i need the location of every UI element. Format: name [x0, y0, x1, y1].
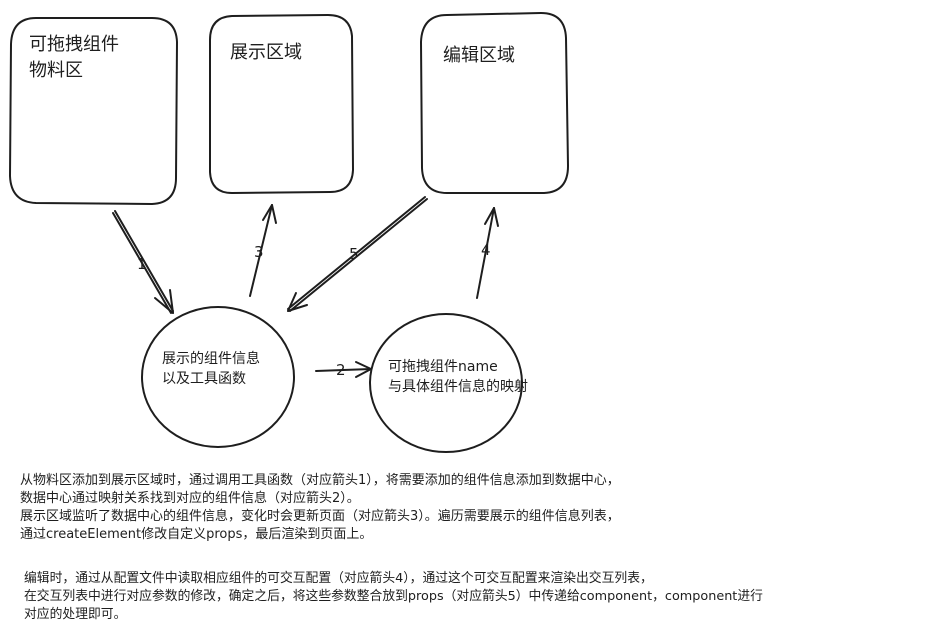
note-paragraph-2: 编辑时，通过从配置文件中读取相应组件的可交互配置（对应箭头4），通过这个可交互配… — [24, 570, 934, 624]
note-line: 通过createElement修改自定义props，最后渲染到页面上。 — [20, 527, 373, 542]
material-box-label: 可拖拽组件 物料区 — [29, 34, 119, 81]
arrow-2-label: 2 — [336, 361, 346, 379]
center-circle-label: 展示的组件信息 以及工具函数 — [162, 351, 260, 387]
edit-box — [419, 11, 570, 194]
arrow-4 — [476, 207, 499, 299]
note-line: 在交互列表中进行对应参数的修改，确定之后，将这些参数整合放到props（对应箭头… — [24, 589, 763, 604]
material-box — [8, 16, 179, 206]
note-line: 对应的处理即可。 — [24, 607, 127, 622]
note-line: 从物料区添加到展示区域时，通过调用工具函数（对应箭头1），将需要添加的组件信息添… — [20, 473, 620, 488]
arrow-1-label: 1 — [137, 255, 147, 273]
arrow-5-label: 5 — [349, 245, 359, 263]
arrow-2 — [315, 361, 372, 378]
map-circle — [369, 313, 523, 453]
edit-box-label: 编辑区域 — [443, 45, 515, 66]
note-line: 展示区域监听了数据中心的组件信息，变化时会更新页面（对应箭头3）。遍历需要展示的… — [20, 509, 620, 524]
map-circle-label: 可拖拽组件name 与具体组件信息的映射 — [388, 359, 528, 395]
note-paragraph-1: 从物料区添加到展示区域时，通过调用工具函数（对应箭头1），将需要添加的组件信息添… — [20, 472, 930, 544]
display-box-label: 展示区域 — [230, 42, 302, 63]
arrow-3 — [249, 204, 277, 297]
arrow-5 — [287, 196, 428, 312]
arrow-1 — [112, 210, 174, 314]
display-box — [209, 13, 355, 195]
note-line: 数据中心通过映射关系找到对应的组件信息（对应箭头2）。 — [20, 491, 360, 506]
arrow-4-label: 4 — [481, 241, 491, 259]
arrow-3-label: 3 — [254, 243, 264, 261]
note-line: 编辑时，通过从配置文件中读取相应组件的可交互配置（对应箭头4），通过这个可交互配… — [24, 571, 653, 586]
center-circle — [141, 306, 295, 448]
